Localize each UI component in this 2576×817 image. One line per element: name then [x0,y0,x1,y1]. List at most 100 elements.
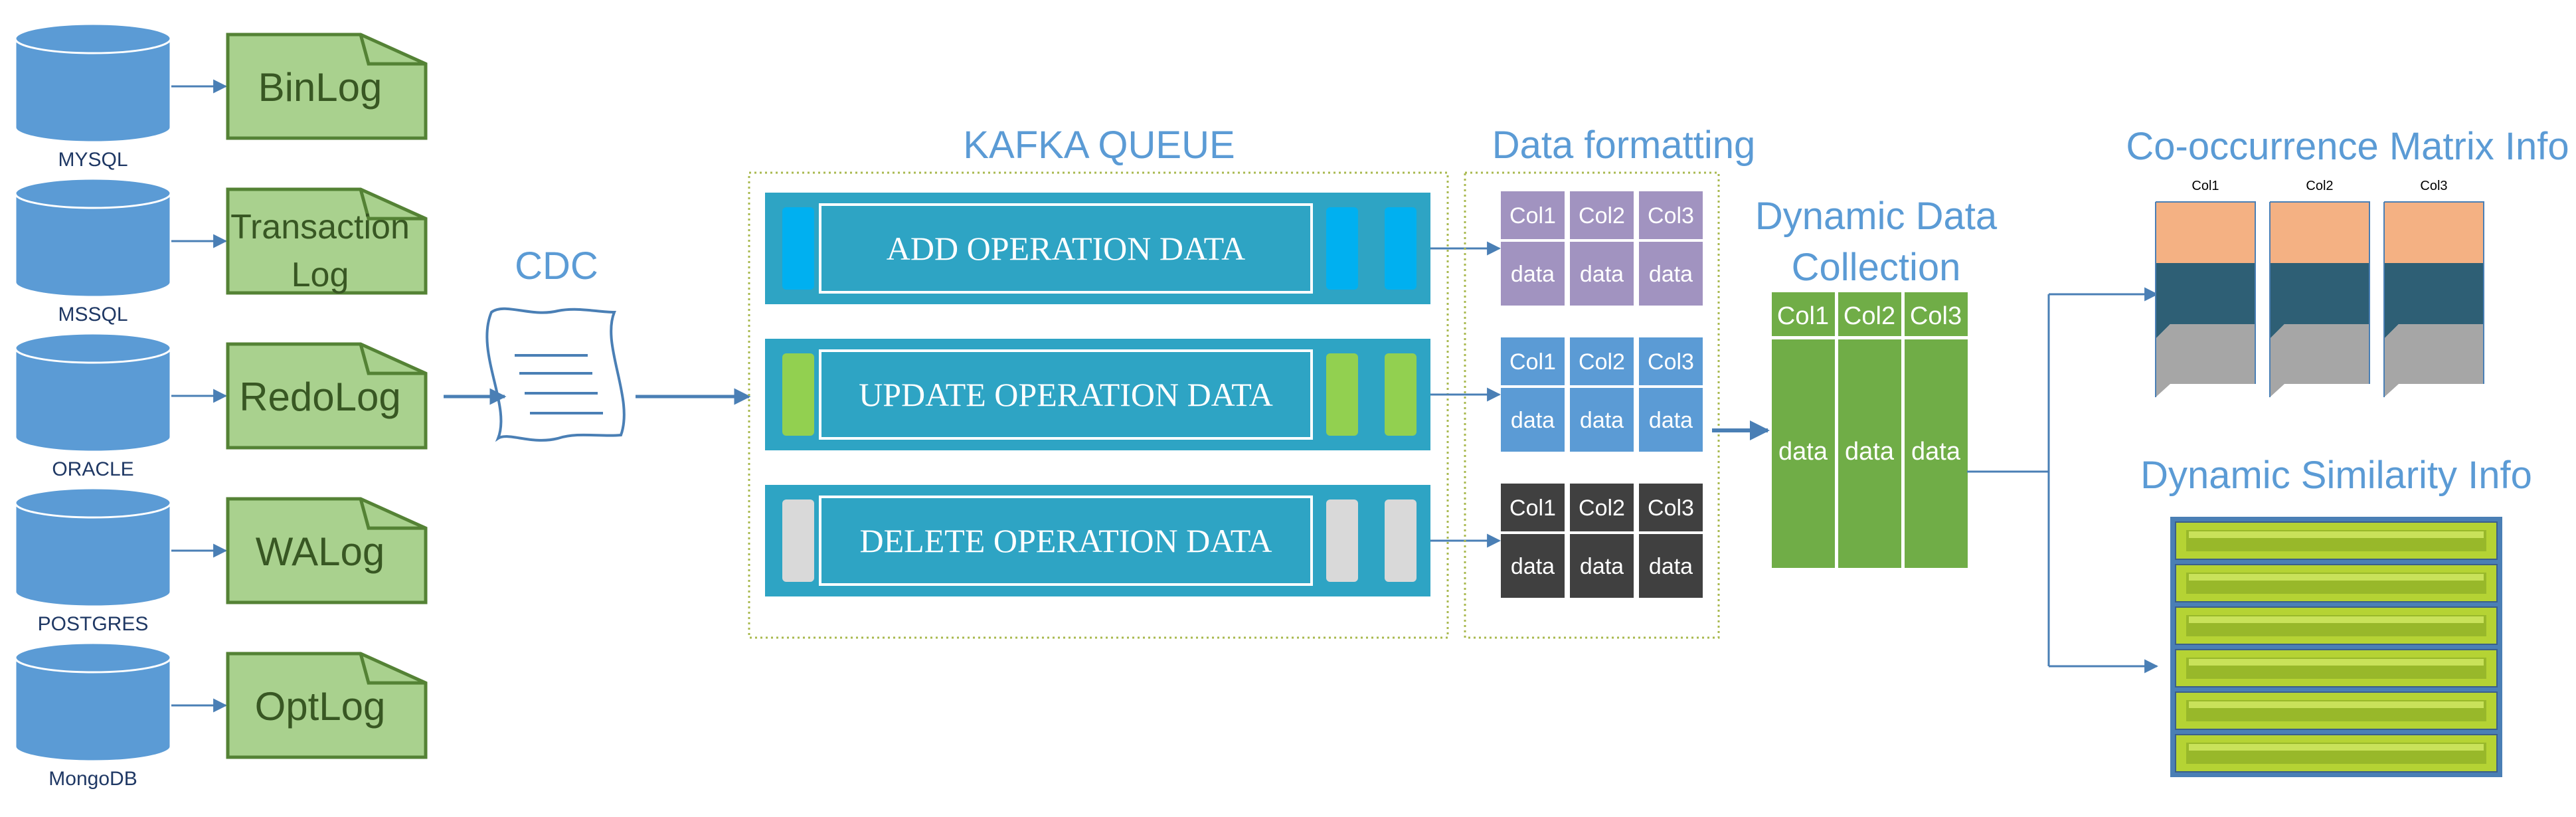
log-label: Transaction [230,208,410,246]
format-data-label: data [1511,262,1555,287]
matrix-column-label: Col3 [2420,179,2447,193]
formatting-title: Data formatting [1492,124,1756,167]
database-label: MYSQL [58,149,128,171]
log-document-icon [226,187,428,295]
format-data-label: data [1580,408,1624,433]
format-header-label: Col1 [1509,496,1556,521]
kafka-row-bar [765,485,1430,596]
kafka-row-left-marker [782,353,814,436]
similarity-bar [2175,734,2498,772]
format-header-label: Col1 [1509,349,1556,375]
database-cylinder-icon [14,487,172,608]
format-header-label: Col3 [1648,349,1694,375]
kafka-queue: KAFKA QUEUE ADD OPERATION DATA UPDATE OPE… [748,124,1502,639]
collection-title-line1: Dynamic Data [1755,195,1998,238]
log-label: Log [292,256,349,294]
kafka-row-bar [765,339,1430,450]
format-header-label: Col1 [1509,203,1556,228]
formatting-frame [1464,171,1720,639]
format-data-label: data [1580,262,1624,287]
matrix-column: Col3 [2383,179,2484,397]
similarity-bar [2175,649,2498,687]
collection-data-label: data [1911,438,1961,466]
format-data-cell [1501,388,1565,452]
cooccurrence-matrix: Co-occurrence Matrix Info Col1 Col2 Col3 [2126,125,2569,397]
format-grid: Col1 data Col2 data Col3 data [1501,337,1703,452]
format-header-cell [1570,337,1634,385]
log-label: WALog [256,529,385,574]
kafka-frame [748,171,1449,639]
format-header-cell [1639,191,1703,239]
kafka-row-label-box [819,349,1313,440]
format-data-cell [1501,534,1565,598]
kafka-row-label: ADD OPERATION DATA [887,230,1245,267]
kafka-row-right-marker [1385,207,1417,290]
collection-column: Col2 data [1838,292,1901,568]
kafka-row: UPDATE OPERATION DATA [765,339,1502,450]
kafka-row-right-marker [1385,499,1417,582]
matrix-column: Col1 [2155,179,2256,397]
format-data-label: data [1649,554,1693,579]
dynamic-data-collection: Dynamic Data Collection Col1 data Col2 data… [1712,195,2159,674]
format-header-label: Col2 [1579,203,1625,228]
matrix-column: Col2 [2269,179,2370,397]
log-label: RedoLog [239,375,401,419]
similarity-bar [2175,521,2498,560]
format-header-cell [1570,191,1634,239]
collection-data-label: data [1845,438,1895,466]
matrix-column-label: Col2 [2306,179,2333,193]
kafka-row-right-marker [1326,353,1358,436]
format-grid: Col1 data Col2 data Col3 data [1501,484,1703,598]
collection-header-cell [1838,292,1901,336]
format-header-label: Col2 [1579,496,1625,521]
kafka-row-right-marker [1326,207,1358,290]
source-row: MYSQL BinLog [14,23,428,171]
format-header-label: Col3 [1648,203,1694,228]
format-data-cell [1639,388,1703,452]
format-data-label: data [1511,554,1555,579]
format-data-label: data [1649,408,1693,433]
similarity-bar [2175,691,2498,730]
log-label: BinLog [258,65,383,110]
format-header-cell [1501,337,1565,385]
format-data-cell [1639,242,1703,306]
database-cylinder-icon [14,177,172,298]
format-header-label: Col3 [1648,496,1694,521]
collection-title-line2: Collection [1792,246,1961,289]
format-header-cell [1501,191,1565,239]
collection-header-label: Col2 [1844,302,1895,330]
database-cylinder-icon [14,332,172,453]
kafka-title: KAFKA QUEUE [963,124,1235,167]
kafka-row: ADD OPERATION DATA [765,193,1502,304]
collection-data-cell [1772,339,1835,568]
format-header-cell [1639,484,1703,531]
data-formatting: Data formatting Col1dataCol2dataCol3data… [1464,124,1756,639]
collection-header-label: Col1 [1777,302,1829,330]
kafka-row-label-box [819,203,1313,294]
kafka-row-bar [765,193,1430,304]
similarity-bar [2175,564,2498,602]
collection-header-label: Col3 [1910,302,1962,330]
log-document-icon [226,342,428,450]
cooccurrence-title: Co-occurrence Matrix Info [2126,125,2569,168]
collection-header-cell [1772,292,1835,336]
collection-header-cell [1905,292,1968,336]
format-data-label: data [1511,408,1555,433]
kafka-row-left-marker [782,207,814,290]
kafka-row-right-marker [1326,499,1358,582]
database-label: ORACLE [52,458,133,480]
format-data-label: data [1580,554,1624,579]
kafka-row-label: DELETE OPERATION DATA [860,522,1272,559]
collection-connector [1967,287,2159,674]
collection-data-label: data [1778,438,1828,466]
log-label: OptLog [255,684,386,729]
log-document-icon [226,652,428,759]
matrix-column-label: Col1 [2191,179,2219,193]
database-label: MSSQL [58,304,128,325]
format-header-label: Col2 [1579,349,1625,375]
database-cylinder-icon [14,23,172,143]
